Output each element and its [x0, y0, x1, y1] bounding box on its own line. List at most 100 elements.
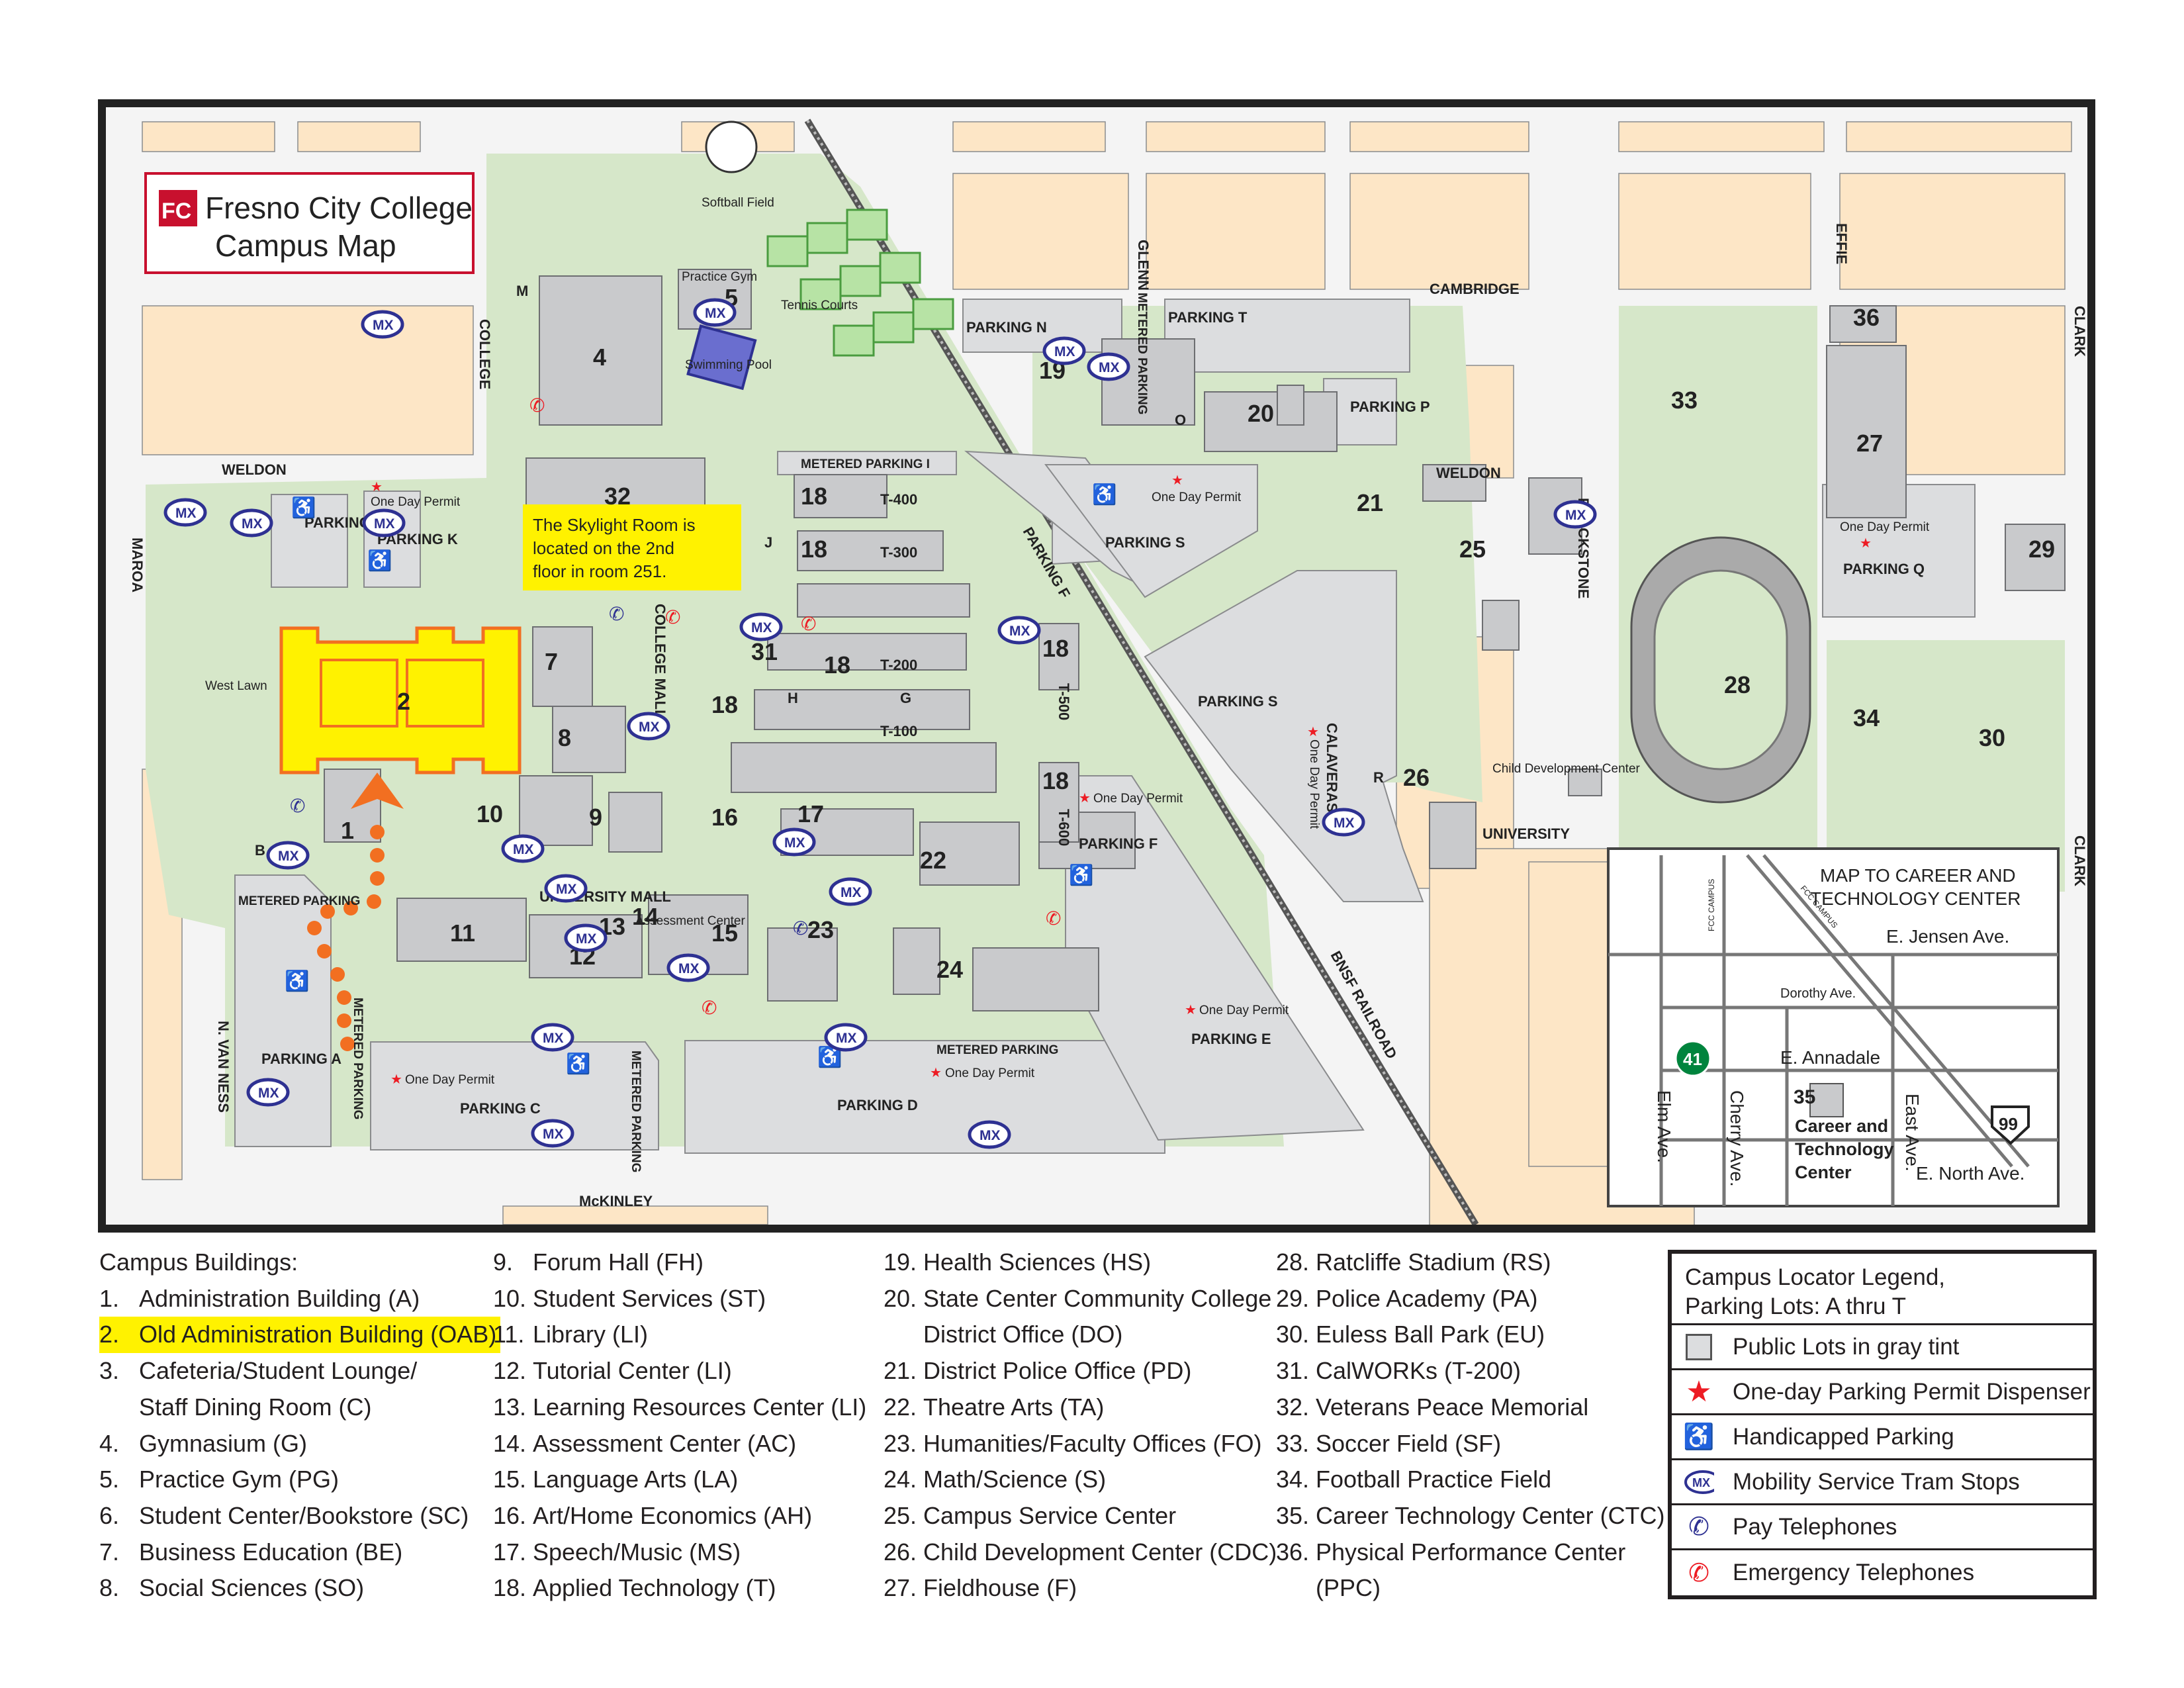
- bldg-o: O: [1175, 412, 1186, 428]
- star-permit-icon: ★: [371, 480, 383, 494]
- directory-entry-name: Assessment Center (AC): [533, 1429, 797, 1457]
- directory-entry-name: Art/Home Economics (AH): [533, 1501, 813, 1529]
- bldg-num-7: 7: [545, 648, 558, 675]
- permit-c-label: One Day Permit: [405, 1073, 495, 1087]
- directory-entry-number: 9.: [493, 1248, 514, 1276]
- walking-route: [307, 773, 404, 1051]
- legend-pay-phone: ✆ Pay Telephones: [1672, 1505, 2093, 1550]
- swimming-pool: [686, 324, 757, 391]
- mx-tram-icon: MX: [163, 498, 207, 527]
- emergency-phone-icon: ✆: [665, 607, 680, 628]
- mx-tram-icon: MX: [997, 616, 1041, 645]
- directory-entry-number: 36.: [1276, 1538, 1310, 1566]
- mx-tram-icon: MX: [739, 612, 783, 641]
- legend-emergency-phone: ✆ Emergency Telephones: [1672, 1550, 2093, 1595]
- inset-title-line1: MAP TO CAREER AND: [1820, 865, 2016, 886]
- inset-north: E. North Ave.: [1916, 1163, 2025, 1184]
- star-permit-icon: ★: [390, 1072, 402, 1087]
- directory-entry-name: District Police Office (PD): [923, 1357, 1192, 1385]
- handicap-icon: ♿: [566, 1052, 590, 1075]
- directory-entry: 17.Speech/Music (MS): [493, 1534, 866, 1571]
- bldg-num-11: 11: [450, 919, 475, 947]
- bldg-num-8: 8: [558, 724, 571, 751]
- bldg-num-18-f: 18: [1042, 767, 1069, 794]
- directory-entry: (PPC): [1276, 1570, 1665, 1607]
- bldg-num-16: 16: [711, 804, 738, 831]
- bldg-num-25: 25: [1459, 536, 1486, 563]
- star-permit-icon: ★: [1686, 1376, 1712, 1408]
- directory-entry: 33.Soccer Field (SF): [1276, 1426, 1665, 1462]
- permit-d: ★One Day Permit: [930, 1066, 1035, 1080]
- callout-line3: floor in room 251.: [533, 561, 666, 581]
- directory-entry: 18.Applied Technology (T): [493, 1570, 866, 1607]
- mx-tram-label: MX: [1565, 508, 1586, 523]
- permit-s: ★One Day Permit: [1152, 473, 1242, 504]
- star-permit-icon: ★: [1307, 725, 1319, 739]
- directory-entry-number: 15.: [493, 1466, 527, 1493]
- permit-calaveras: ★One Day Permit: [1307, 725, 1321, 829]
- street-mckinley: McKINLEY: [579, 1193, 653, 1209]
- mx-tram-label: MX: [841, 885, 862, 900]
- directory-entry-number: 21.: [884, 1357, 917, 1385]
- handicap-icon: ♿: [1069, 863, 1093, 886]
- mx-tram-icon: MX: [544, 874, 588, 903]
- handicap-icon: ♿: [367, 549, 392, 572]
- directory-entry: 21.District Police Office (PD): [884, 1353, 1277, 1389]
- directory-entry-name: Speech/Music (MS): [533, 1538, 741, 1566]
- bldg-num-22: 22: [920, 847, 946, 874]
- directory-entry-number: 7.: [99, 1538, 120, 1566]
- mx-tram-icon: MX: [1087, 352, 1130, 381]
- building-2-highlight: [279, 626, 522, 774]
- pay-phone-icon: ✆: [1688, 1513, 1709, 1541]
- mx-tram-label: MX: [543, 1031, 564, 1046]
- tennis-courts: [766, 209, 954, 357]
- inset-b35: 35: [1794, 1086, 1815, 1108]
- bldg-num-18-e: 18: [1042, 635, 1069, 662]
- directory-entry-name: Career Technology Center (CTC): [1316, 1501, 1665, 1529]
- legend-permit: ★ One-day Parking Permit Dispenser: [1672, 1370, 2093, 1415]
- legend-item-public-lots: Public Lots in gray tint: [1733, 1333, 1960, 1360]
- mx-tram-icon: MX: [829, 877, 872, 906]
- mx-tram-label: MX: [836, 1031, 857, 1046]
- handicap-icon: ♿: [1092, 483, 1116, 506]
- bldg-t600: T-600: [1056, 809, 1072, 846]
- bldg-num-2: 2: [397, 688, 410, 715]
- directory-entry: 11.Library (LI): [493, 1317, 866, 1353]
- directory-entry: 7.Business Education (BE): [99, 1534, 500, 1571]
- directory-heading: Campus Buildings:: [99, 1248, 298, 1276]
- directory-entry: 4.Gymnasium (G): [99, 1426, 500, 1462]
- permit-k: ★One Day Permit: [371, 480, 461, 509]
- directory-entry: 30.Euless Ball Park (EU): [1276, 1317, 1665, 1353]
- permit-k-label: One Day Permit: [371, 495, 461, 509]
- bldg-num-1: 1: [341, 817, 354, 844]
- route41-icon: [1674, 1040, 1711, 1077]
- directory-entry-number: 14.: [493, 1429, 527, 1457]
- map-canvas: The Skylight Room is located on the 2nd …: [106, 107, 2088, 1246]
- directory-col1: Campus Buildings: 1.Administration Build…: [99, 1244, 501, 1607]
- parking-a-label: PARKING A: [261, 1051, 341, 1067]
- legend-item-pay-phone: Pay Telephones: [1733, 1513, 1897, 1540]
- directory-entry-number: 13.: [493, 1393, 527, 1421]
- mx-tram-label: MX: [705, 306, 726, 321]
- mx-tram-icon: MX: [266, 841, 310, 870]
- bldg-num-30: 30: [1979, 724, 2005, 751]
- bldg-j: J: [764, 534, 772, 551]
- parking-c-label: PARKING C: [460, 1100, 541, 1117]
- label-assessment-center: Assessment Center: [635, 914, 745, 928]
- mx-tram-icon: MX: [564, 923, 608, 953]
- pay-phone-icon: ✆: [609, 604, 624, 624]
- label-west-lawn: West Lawn: [205, 679, 267, 693]
- one-day-permits: ★One Day Permit ★One Day Permit ★One Day…: [371, 473, 1930, 1087]
- directory-entry: 10.Student Services (ST): [493, 1281, 866, 1317]
- directory-entry: 2.Old Administration Building (OAB): [99, 1317, 501, 1354]
- area-labels: Softball Field Practice Gym Tennis Court…: [205, 196, 1641, 928]
- metered-parking-i-label: METERED PARKING I: [801, 457, 930, 471]
- directory-entry-number: 27.: [884, 1574, 917, 1602]
- inset-east: East Ave.: [1902, 1094, 1923, 1172]
- ratcliffe-stadium: [1630, 536, 1811, 804]
- directory-entry-name: Police Academy (PA): [1316, 1284, 1538, 1312]
- directory-entry-number: 11.: [493, 1321, 525, 1348]
- directory-entry-name: Old Administration Building (OAB): [139, 1321, 497, 1348]
- directory-entry-number: 6.: [99, 1501, 120, 1529]
- map-subtitle: Campus Map: [215, 228, 396, 263]
